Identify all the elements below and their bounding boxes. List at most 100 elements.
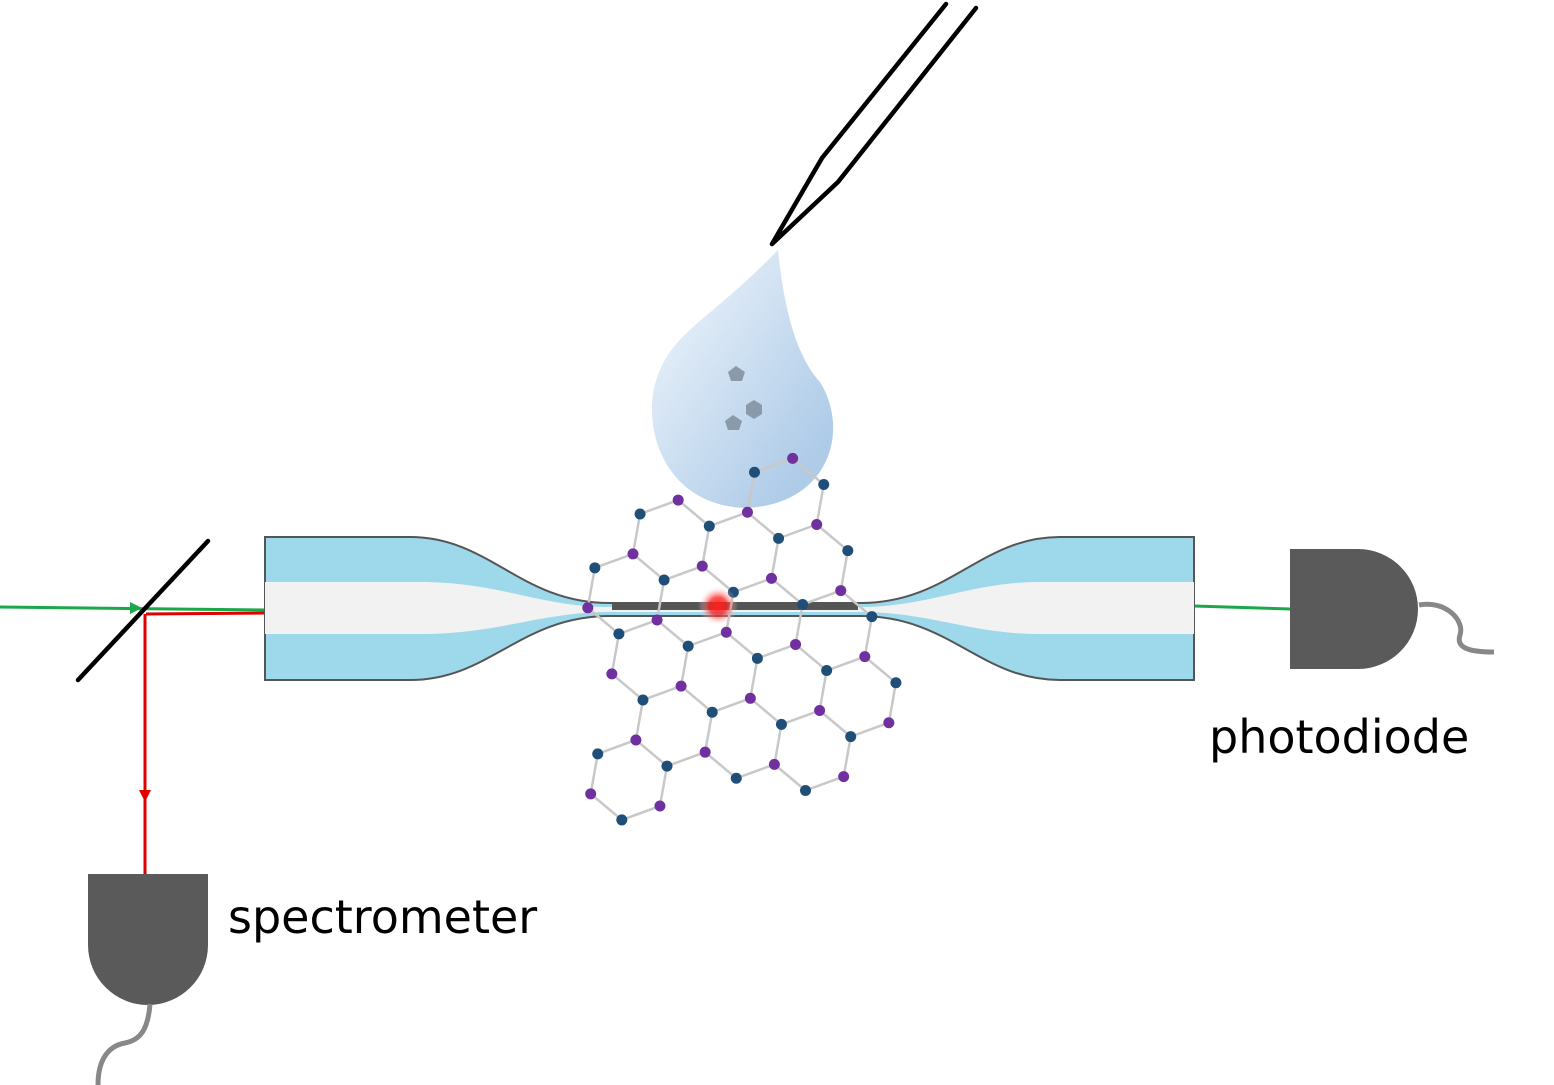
lattice-bond [655, 579, 666, 621]
photodiode-cable [1418, 601, 1495, 655]
lattice-atom [768, 758, 780, 770]
lattice-atom [744, 692, 756, 704]
lattice-bond [839, 550, 850, 591]
molecules-in-droplet [725, 366, 762, 430]
lattice-bond [749, 697, 783, 726]
lattice-bond [701, 565, 735, 594]
input-beam-arrow [130, 602, 142, 614]
lattice-atom [741, 506, 753, 518]
lattice-bond [639, 498, 679, 516]
signal-beam [143, 611, 266, 876]
hexagonal-lattice-icon [582, 452, 902, 826]
lattice-atom [845, 731, 857, 743]
lattice-atom [606, 668, 618, 680]
photodiode-detector-icon [1290, 549, 1495, 669]
lattice-bond [815, 523, 849, 552]
molecule-icon [725, 415, 742, 430]
lattice-bond [586, 567, 597, 609]
hotspot [698, 586, 738, 626]
lattice-atom [800, 784, 812, 796]
lattice-atom [661, 760, 673, 772]
lattice-atom [838, 771, 850, 783]
lattice-bond [794, 643, 828, 672]
lattice-bond [621, 804, 661, 822]
lattice-bond [732, 577, 772, 594]
lattice-bond [711, 697, 751, 714]
lattice-bond [802, 589, 842, 606]
signal-beam-arrow [139, 790, 151, 802]
lattice-atom [582, 602, 594, 614]
lattice-atom [797, 598, 809, 610]
lattice-bond [704, 751, 738, 780]
lattice-atom [637, 694, 649, 706]
molecule-icon [746, 400, 762, 419]
lattice-bond [818, 709, 852, 738]
lattice-bond [770, 577, 804, 606]
lattice-atom [814, 705, 826, 717]
lattice-atom [866, 611, 878, 623]
lattice-bond [663, 564, 703, 582]
lattice-bond [850, 721, 890, 738]
lattice-bond [611, 672, 644, 701]
lattice-bond [749, 658, 759, 699]
lattice-bond [632, 552, 665, 581]
lattice-bond [666, 751, 706, 768]
lattice-atom [821, 665, 833, 677]
lattice-bond [656, 619, 689, 648]
lattice-bond [754, 457, 794, 474]
spectrometer-cable [95, 1003, 153, 1085]
transmitted-beam [1193, 604, 1291, 611]
lattice-atom [627, 548, 639, 560]
lattice-atom [775, 718, 787, 730]
lattice-atom [696, 560, 708, 572]
lattice-atom [766, 572, 778, 584]
lattice-bond [746, 511, 780, 540]
lattice-bond [773, 763, 807, 792]
lattice-bond [631, 513, 642, 555]
lattice-atom [751, 652, 763, 664]
lattice-bond [794, 604, 804, 645]
photodiode-label: photodiode [1209, 710, 1470, 764]
lattice-atom [675, 680, 687, 692]
lattice-atom [654, 800, 666, 812]
lattice-bond [839, 589, 873, 618]
lattice-bond [703, 711, 714, 753]
lattice-bond [658, 765, 669, 807]
lattice-atom [658, 574, 670, 586]
lattice-bond [597, 738, 637, 756]
lattice-bond [770, 538, 780, 579]
lattice-atom [589, 562, 601, 574]
lattice-bond [594, 552, 634, 569]
lattice-atom [703, 520, 715, 532]
lattice-bond [746, 472, 756, 513]
spectrometer-label: spectrometer [228, 890, 538, 944]
lattice-bond [680, 685, 714, 714]
lattice-bond [677, 499, 711, 528]
lattice-bond [725, 631, 759, 660]
lattice-bond [634, 699, 645, 741]
lattice-bond [586, 606, 620, 635]
lattice-bond [887, 682, 898, 723]
lattice-bond [818, 670, 828, 711]
lattice-atom [630, 734, 642, 746]
lattice-atom [811, 518, 823, 530]
lattice-atom [730, 772, 742, 784]
lattice-atom [613, 628, 625, 640]
lattice-atom [818, 479, 830, 491]
pipette-icon [769, 1, 979, 247]
lattice-atom [706, 706, 718, 718]
lattice-atom [835, 585, 847, 597]
lattice-bond [773, 724, 783, 765]
lattice-bond [805, 775, 845, 792]
lattice-bond [708, 511, 748, 528]
lattice-bond [815, 484, 825, 525]
lattice-atom [634, 508, 646, 520]
lattice-bond [781, 709, 821, 726]
lattice-bond [687, 631, 727, 648]
lattice-atom [592, 748, 604, 760]
lattice-atom [842, 545, 854, 557]
lattice-bond [863, 616, 874, 657]
lattice-bond [826, 655, 866, 672]
lattice-bond [589, 753, 599, 795]
